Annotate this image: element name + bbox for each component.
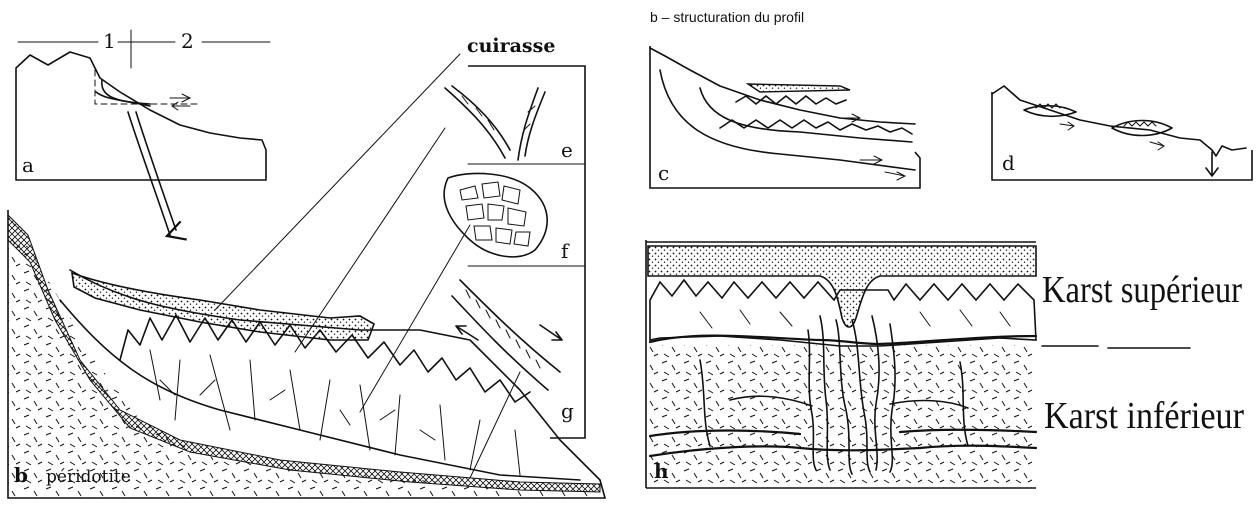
label-b: b — [14, 463, 28, 487]
panel-a-profile — [16, 52, 266, 180]
panel-e: e — [445, 86, 573, 162]
label-e: e — [561, 138, 573, 162]
peridotite-label: péridotite — [46, 467, 131, 487]
panel-d: d — [992, 86, 1252, 180]
panel-h: h — [646, 240, 1036, 488]
label-h: h — [654, 459, 669, 483]
label-c: c — [658, 161, 669, 185]
panel-a: 1 2 a — [16, 29, 270, 235]
cuirasse-label: cuirasse — [467, 35, 555, 57]
zone-1-label: 1 — [103, 29, 116, 53]
label-d: d — [1002, 151, 1015, 175]
panel-b-caption: b – structuration du profil — [650, 9, 804, 25]
zone-2-label: 2 — [181, 29, 194, 53]
label-a: a — [22, 153, 34, 177]
karst-upper-label: Karst supérieur — [1042, 269, 1242, 311]
panel-c: c — [650, 46, 920, 188]
panel-f: f — [444, 173, 570, 263]
panel-g: g — [452, 280, 574, 423]
karst-lower-label: Karst inférieur — [1044, 395, 1244, 437]
panel-b: b péridotite — [8, 210, 605, 498]
label-g: g — [561, 399, 574, 423]
label-f: f — [561, 239, 570, 263]
karst-labels: Karst supérieur Karst inférieur — [1042, 269, 1244, 437]
inset-column: e f g — [444, 66, 585, 438]
